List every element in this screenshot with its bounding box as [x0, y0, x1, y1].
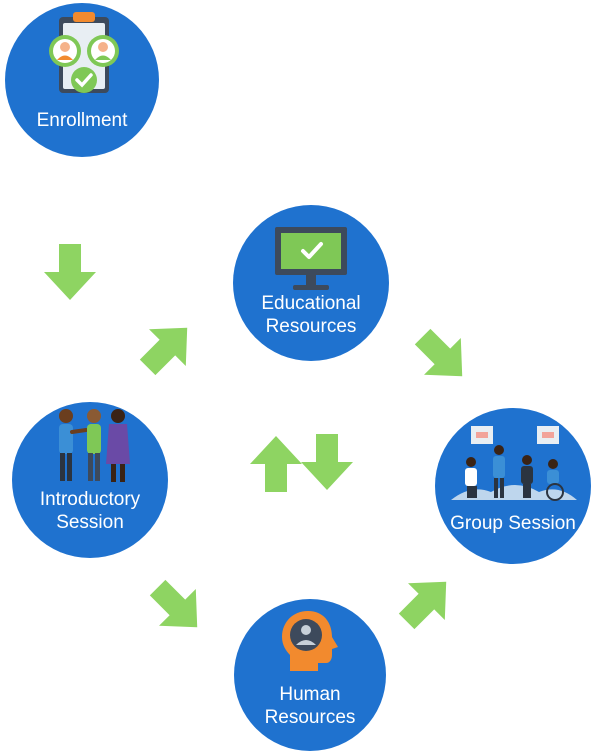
clipboard-checkmark-icon: [49, 12, 119, 93]
group-meeting-icon: [451, 426, 577, 501]
node-label: Group Session: [450, 513, 576, 534]
node-label: Introductory Session: [39, 489, 141, 533]
node-label: Human Resources: [264, 684, 356, 728]
node-educational-resources: Educational Resources: [233, 205, 389, 361]
arrow-up-to-educational: [250, 436, 302, 492]
head-person-icon: [282, 611, 338, 671]
node-label: Educational Resources: [261, 293, 361, 337]
people-talking-icon: [59, 409, 130, 482]
arrow-educational-to-group: [404, 318, 481, 395]
node-introductory-session: Introductory Session: [12, 402, 168, 558]
arrow-down-to-human: [301, 434, 353, 490]
node-group-session: Group Session: [435, 408, 591, 564]
node-label: Enrollment: [36, 110, 128, 131]
arrow-enrollment-to-introductory: [44, 244, 96, 300]
node-human-resources: Human Resources: [234, 599, 386, 751]
node-enrollment: Enrollment: [5, 3, 159, 157]
arrow-human-to-group: [388, 563, 465, 640]
arrow-introductory-to-educational: [129, 309, 206, 386]
monitor-checkmark-icon: [275, 227, 347, 290]
arrow-introductory-to-human: [139, 569, 216, 646]
